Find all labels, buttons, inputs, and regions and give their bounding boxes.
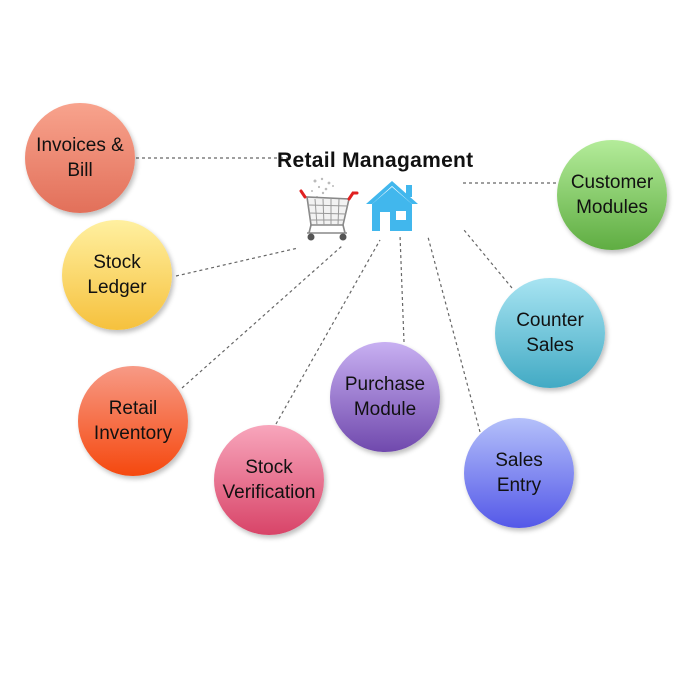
shopping-cart-icon xyxy=(299,177,359,241)
connector-sales-entry xyxy=(427,236,481,433)
connector-counter-sales xyxy=(463,229,513,289)
retail-inventory-label: Retail Inventory xyxy=(93,398,173,444)
stock-verification-node[interactable]: Stock Verification xyxy=(214,425,324,535)
purchase-module-label: Purchase Module xyxy=(344,374,426,420)
stock-ledger-label: Stock Ledger xyxy=(87,252,147,298)
connector-retail-inventory xyxy=(181,245,343,389)
counter-sales-node[interactable]: Counter Sales xyxy=(495,278,605,388)
invoices-bill-node[interactable]: Invoices & Bill xyxy=(25,103,135,213)
house-icon xyxy=(366,181,418,231)
invoices-bill-label: Invoices & Bill xyxy=(36,135,124,181)
customer-modules-node[interactable]: Customer Modules xyxy=(557,140,667,250)
stock-verification-label: Stock Verification xyxy=(222,457,316,503)
connector-purchase-module xyxy=(399,234,405,343)
stock-ledger-node[interactable]: Stock Ledger xyxy=(62,220,172,330)
diagram-title: Retail Managament xyxy=(277,149,474,172)
purchase-module-node[interactable]: Purchase Module xyxy=(330,342,440,452)
retail-inventory-node[interactable]: Retail Inventory xyxy=(78,366,188,476)
customer-modules-label: Customer Modules xyxy=(570,172,654,218)
connector-stock-verification xyxy=(275,239,381,425)
counter-sales-label: Counter Sales xyxy=(516,310,584,356)
sales-entry-label: Sales Entry xyxy=(495,450,543,496)
sales-entry-node[interactable]: Sales Entry xyxy=(464,418,574,528)
connector-stock-ledger xyxy=(175,247,299,277)
